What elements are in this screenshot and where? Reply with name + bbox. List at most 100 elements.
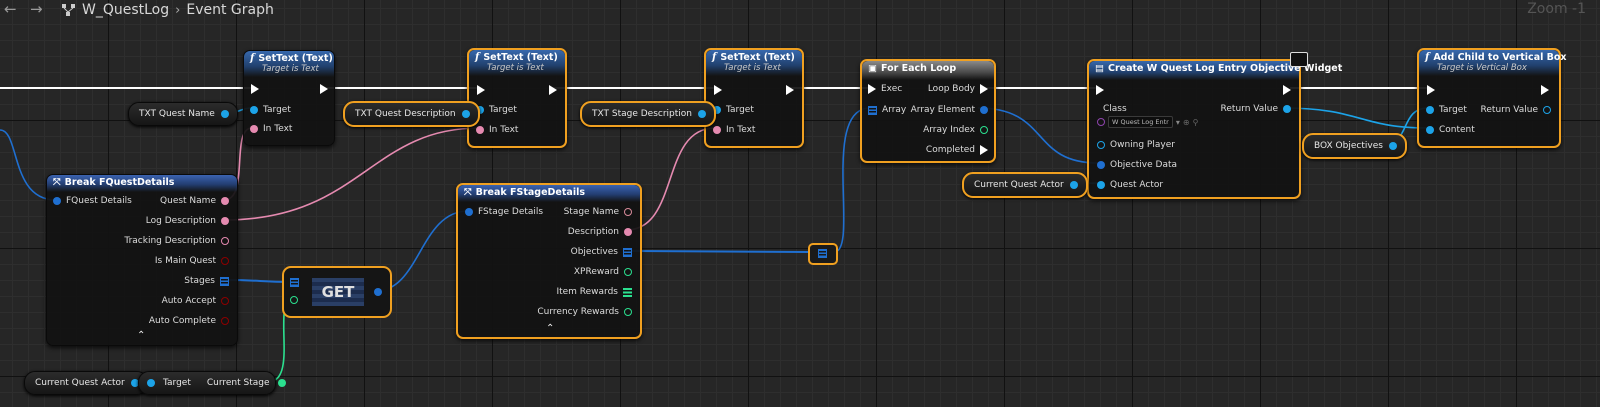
output-pin[interactable]: [220, 110, 229, 118]
reroute-node[interactable]: [808, 243, 838, 265]
variable-label: TXT Stage Description: [592, 109, 692, 119]
exec-in-pin[interactable]: [1427, 85, 1435, 95]
exec-in-pin[interactable]: [714, 85, 722, 95]
class-dropdown[interactable]: W Quest Log Entr: [1108, 116, 1173, 128]
wire-left-struct: [0, 129, 57, 201]
wire-reroute-foreach: [833, 107, 871, 253]
breadcrumb-blueprint[interactable]: W_QuestLog: [82, 2, 170, 18]
for-each-loop-node[interactable]: ▣For Each Loop Exec Array Loop Body Arra…: [860, 59, 996, 163]
txt-stage-description-getter[interactable]: TXT Stage Description: [580, 101, 716, 127]
exec-in-pin[interactable]: [251, 84, 259, 94]
txt-quest-name-getter[interactable]: TXT Quest Name: [128, 102, 238, 126]
pin-label: Completed: [925, 145, 975, 155]
pin-item-rewards[interactable]: Item Rewards: [556, 287, 632, 297]
pin-stage-name[interactable]: Stage Name: [564, 207, 632, 217]
pin-target[interactable]: Target: [250, 105, 291, 115]
breadcrumb-graph[interactable]: Event Graph: [186, 2, 274, 18]
chevron-down-icon[interactable]: ▾: [1175, 117, 1180, 127]
collapse-chevron-icon[interactable]: ⌃: [546, 323, 555, 334]
current-quest-actor-getter[interactable]: Current Quest Actor: [962, 172, 1088, 198]
search-icon[interactable]: ⚲: [1192, 117, 1199, 127]
pin-completed[interactable]: Completed: [926, 145, 988, 155]
node-title: Break FStageDetails: [475, 187, 585, 198]
pin-content[interactable]: Content: [1426, 125, 1475, 135]
current-stage-pin[interactable]: [277, 379, 286, 387]
reroute-pin[interactable]: [818, 249, 827, 258]
break-struct-icon: ⤧: [464, 187, 472, 198]
exec-out-pin[interactable]: [549, 85, 557, 95]
pin-xp-reward[interactable]: XPReward: [574, 267, 632, 277]
pin-class[interactable]: W Quest Log Entr ▾ ⊕ ⚲: [1097, 116, 1198, 128]
pin-objective-data[interactable]: Objective Data: [1097, 160, 1177, 170]
pin-log-description[interactable]: Log Description: [146, 216, 229, 226]
pin-is-main-quest[interactable]: Is Main Quest: [155, 256, 229, 266]
exec-out-pin[interactable]: [1541, 85, 1549, 95]
create-widget-node[interactable]: ▤Create W Quest Log Entry Objective Widg…: [1087, 59, 1342, 199]
pin-label: XPReward: [573, 267, 619, 277]
pin-label: Return Value: [1220, 104, 1278, 114]
pin-target[interactable]: Target: [713, 105, 754, 115]
pin-fquest-details[interactable]: FQuest Details: [53, 196, 132, 206]
pin-target[interactable]: Target: [1426, 105, 1467, 115]
pin-array-element[interactable]: Array Element: [911, 105, 988, 115]
pin-objectives[interactable]: Objectives: [571, 247, 632, 257]
pin-label: Stages: [184, 276, 215, 286]
exec-out-pin[interactable]: [320, 84, 328, 94]
node-header: ⤧Break FQuestDetails: [47, 175, 237, 192]
pin-quest-actor[interactable]: Quest Actor: [1097, 180, 1163, 190]
pin-label: Exec: [881, 84, 903, 94]
pin-description[interactable]: Description: [568, 227, 632, 237]
pin-label: Loop Body: [927, 84, 975, 94]
pin-fstage-details[interactable]: FStage Details: [465, 207, 543, 217]
exec-in-pin[interactable]: [1096, 85, 1104, 95]
pin-tracking-description[interactable]: Tracking Description: [124, 236, 229, 246]
output-pin[interactable]: [130, 379, 139, 387]
breadcrumb-separator: ›: [175, 2, 181, 18]
pin-label: FQuest Details: [66, 196, 132, 206]
target-pin[interactable]: [147, 379, 155, 387]
collapse-chevron-icon[interactable]: ⌃: [137, 330, 146, 341]
output-pin[interactable]: [1069, 181, 1078, 189]
array-get-node[interactable]: GET: [282, 266, 392, 318]
break-stage-details-node[interactable]: ⤧Break FStageDetails FStage Details Stag…: [456, 183, 642, 339]
pin-label: Stage Name: [563, 207, 619, 217]
pin-auto-complete[interactable]: Auto Complete: [149, 316, 229, 326]
exec-in-pin[interactable]: [477, 85, 485, 95]
pin-quest-name[interactable]: Quest Name: [160, 196, 229, 206]
array-pin[interactable]: [290, 278, 299, 287]
break-quest-details-node[interactable]: ⤧Break FQuestDetails FQuest Details Ques…: [46, 174, 238, 346]
pin-target[interactable]: Target: [476, 105, 517, 115]
pin-currency-rewards[interactable]: Currency Rewards: [537, 307, 632, 317]
current-quest-actor-getter-2[interactable]: Current Quest Actor: [24, 371, 148, 395]
pin-stages[interactable]: Stages: [184, 276, 229, 286]
exec-out-pin[interactable]: [1283, 85, 1291, 95]
pin-loop-body[interactable]: Loop Body: [928, 84, 988, 94]
pin-array-index[interactable]: Array Index: [923, 125, 988, 135]
back-arrow-icon[interactable]: ←: [4, 0, 17, 18]
output-pin[interactable]: [1388, 142, 1397, 150]
pin-in-text[interactable]: In Text: [713, 125, 755, 135]
pin-auto-accept[interactable]: Auto Accept: [162, 296, 229, 306]
exec-out-pin[interactable]: [786, 85, 794, 95]
pin-owning-player[interactable]: Owning Player: [1097, 140, 1175, 150]
function-icon: f: [475, 52, 480, 63]
output-pin[interactable]: [698, 110, 706, 118]
index-pin[interactable]: [290, 296, 298, 304]
output-pin[interactable]: [461, 110, 470, 118]
pin-return-value[interactable]: Return Value: [1481, 105, 1551, 115]
pin-in-text[interactable]: In Text: [476, 125, 518, 135]
output-pin[interactable]: [374, 288, 382, 296]
pin-array[interactable]: Array: [868, 105, 906, 115]
txt-quest-description-getter[interactable]: TXT Quest Description: [343, 101, 480, 127]
get-current-stage-node[interactable]: Target Current Stage: [138, 371, 286, 395]
pin-in-text[interactable]: In Text: [250, 124, 292, 134]
forward-arrow-icon[interactable]: →: [30, 0, 43, 18]
browse-icon[interactable]: ⊕: [1182, 117, 1190, 127]
pin-exec-in[interactable]: Exec: [868, 84, 902, 94]
pin-return-value[interactable]: Return Value: [1221, 104, 1291, 114]
box-objectives-getter[interactable]: BOX Objectives: [1302, 133, 1407, 159]
